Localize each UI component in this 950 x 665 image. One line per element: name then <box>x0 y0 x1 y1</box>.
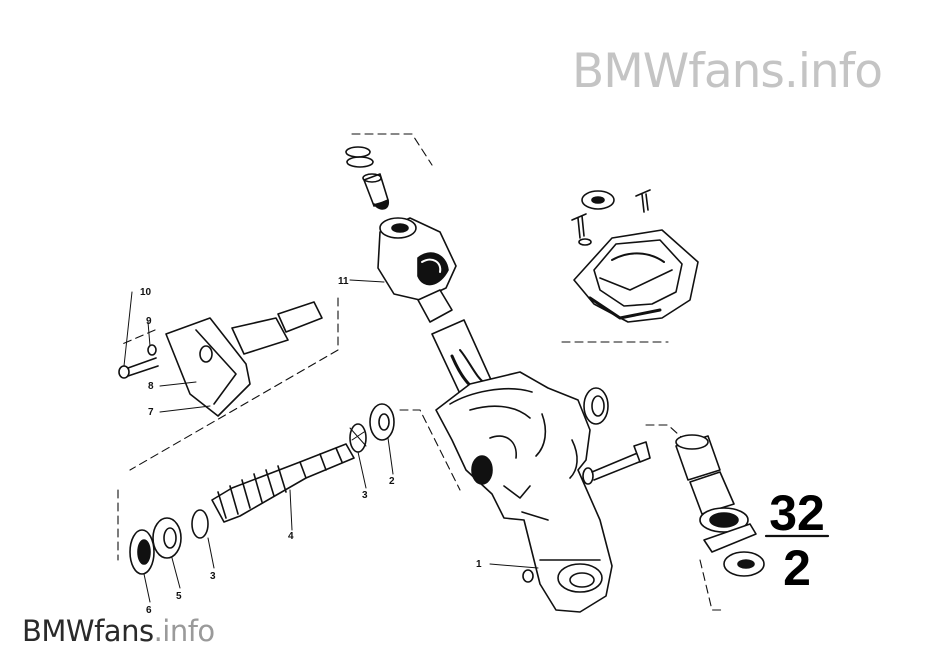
cover-plate <box>571 189 699 323</box>
callout-4: 4 <box>288 531 294 542</box>
watermark-top: BMWfans.info <box>572 44 883 99</box>
part-2-3-bearings <box>349 403 395 453</box>
right-bearing-stack <box>675 434 765 577</box>
part-7-8-flange <box>165 301 323 417</box>
watermark-top-brand: BMWfans <box>572 44 785 99</box>
callout-11: 11 <box>338 276 349 287</box>
part-3-5-6-races <box>129 509 209 575</box>
section-sub-number: 2 <box>783 540 811 596</box>
part-9-10-bolt <box>118 344 159 379</box>
watermark-top-suffix: .info <box>783 44 883 99</box>
part-11-coupling <box>377 217 457 323</box>
side-seal <box>583 387 609 425</box>
callout-7: 7 <box>148 407 154 418</box>
callout-labels: 1 2 3 3 4 5 6 7 8 9 10 11 <box>140 276 482 616</box>
side-bolt <box>582 441 651 485</box>
callout-10: 10 <box>140 287 152 298</box>
callout-3a: 3 <box>362 490 368 501</box>
watermark-bottom-suffix: .info <box>153 614 216 648</box>
callout-8: 8 <box>148 381 154 392</box>
top-pin-assembly <box>345 146 390 210</box>
section-group-number: 32 <box>769 485 825 541</box>
callout-3b: 3 <box>210 571 216 582</box>
callout-5: 5 <box>176 591 182 602</box>
callout-9: 9 <box>146 316 152 327</box>
watermark-bottom-brand: BMWfans <box>22 614 154 648</box>
callout-1: 1 <box>476 559 482 570</box>
callout-2: 2 <box>389 476 395 487</box>
watermark-bottom: BMWfans.info <box>22 614 215 648</box>
part-1-housing <box>435 371 613 613</box>
assembly-guide-lines <box>117 133 723 611</box>
part-4-worm-shaft <box>211 443 355 523</box>
callout-leaders <box>123 279 539 603</box>
callout-6: 6 <box>146 605 152 616</box>
